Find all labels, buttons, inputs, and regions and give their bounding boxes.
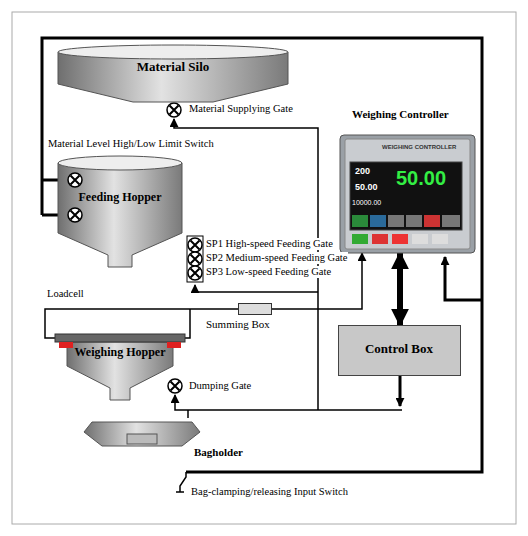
rect-part <box>339 326 461 376</box>
path-part <box>58 163 182 267</box>
rect-part <box>388 215 404 227</box>
path-part <box>71 176 80 185</box>
switch-label: Material Level High/Low Limit Switch <box>47 138 215 150</box>
rect-part <box>424 215 440 227</box>
path-part <box>84 422 200 446</box>
node-text: Control Box <box>365 342 433 357</box>
rect-part <box>340 135 475 253</box>
path-part <box>67 342 173 400</box>
feeding-gate-wire <box>195 285 318 292</box>
bagholder-shape-outline <box>82 418 202 450</box>
rect-part <box>345 139 470 249</box>
supply-gate-wire <box>174 119 318 410</box>
rect-part <box>372 234 388 244</box>
node-text: Feeding Hopper <box>79 191 162 205</box>
rect-part <box>432 234 448 244</box>
screen-value: 200 <box>355 166 370 176</box>
switch-symbol <box>176 472 186 492</box>
picture-border <box>12 12 516 524</box>
rect-part <box>406 215 422 227</box>
ellipse-part <box>58 45 288 59</box>
rect-part <box>55 334 185 342</box>
node-text: Bagholder <box>194 446 243 459</box>
rect-part <box>239 304 272 315</box>
input-wire <box>445 257 482 300</box>
weighing-hopper-shape-outline <box>55 328 185 400</box>
node-text: Weighing Controller <box>352 108 449 121</box>
switch-label: Bag-clamping/releasing Input Switch <box>190 486 349 498</box>
controller-device-outline <box>340 135 475 253</box>
rect-part <box>352 234 368 244</box>
bagholder-shape: Bagholder <box>82 418 202 450</box>
rect-part <box>370 215 386 227</box>
rect-part <box>412 234 428 244</box>
hopper-shape-outline <box>58 155 182 267</box>
signal-frame-wire <box>42 38 482 472</box>
ellipse-part <box>58 156 182 170</box>
summing-box: Summing Box <box>238 303 272 315</box>
rect-part <box>59 342 73 348</box>
rect-part <box>352 215 368 227</box>
rect-part <box>167 342 181 348</box>
connector <box>397 253 403 325</box>
path-part <box>58 52 288 102</box>
g-part <box>68 173 82 187</box>
screen-value: 50.00 <box>355 182 378 192</box>
feeding-gate-box <box>187 236 203 282</box>
valve-symbol <box>168 379 182 393</box>
output-arrow <box>399 376 402 406</box>
weighing-hopper-shape: Weighing Hopper <box>55 328 185 400</box>
silo-shape: Material Silo <box>58 44 288 102</box>
rect-part <box>392 234 408 244</box>
valve-symbol <box>188 266 202 280</box>
circle-part <box>68 173 82 187</box>
control-box: Control Box <box>338 325 460 375</box>
part-label: Loadcell <box>46 288 85 300</box>
bagholder-wire <box>187 410 189 418</box>
node-text: Weighing Hopper <box>74 346 165 360</box>
circle-part <box>68 208 82 222</box>
summing-box-outline <box>238 303 272 315</box>
gate-label: Material Supplying Gate <box>188 103 294 115</box>
valve-symbol <box>167 103 181 117</box>
device-caption: WEIGHING CONTROLLER <box>382 144 456 151</box>
dumping-gate-wire <box>175 395 402 410</box>
controller-device: Weighing Controller <box>340 135 475 253</box>
rect-part <box>127 434 157 444</box>
gate-label: SP2 Medium-speed Feeding Gate <box>205 252 348 264</box>
valve-symbol <box>188 238 202 252</box>
rect-part <box>350 162 462 230</box>
valve-symbol <box>188 252 202 266</box>
node-text: Material Silo <box>137 60 210 75</box>
g-part <box>68 208 82 222</box>
path-part <box>71 211 80 220</box>
gate-label: SP3 Low-speed Feeding Gate <box>205 266 332 278</box>
node-text: Summing Box <box>206 318 270 331</box>
rect-part <box>442 215 460 227</box>
hopper-shape: Feeding Hopper <box>58 155 182 267</box>
screen-reading: 50.00 <box>396 167 446 190</box>
loadcell-wire <box>185 309 190 338</box>
gate-label: Dumping Gate <box>188 380 252 392</box>
gate-label: SP1 High-speed Feeding Gate <box>205 238 334 250</box>
screen-value: 10000.00 <box>352 199 381 207</box>
